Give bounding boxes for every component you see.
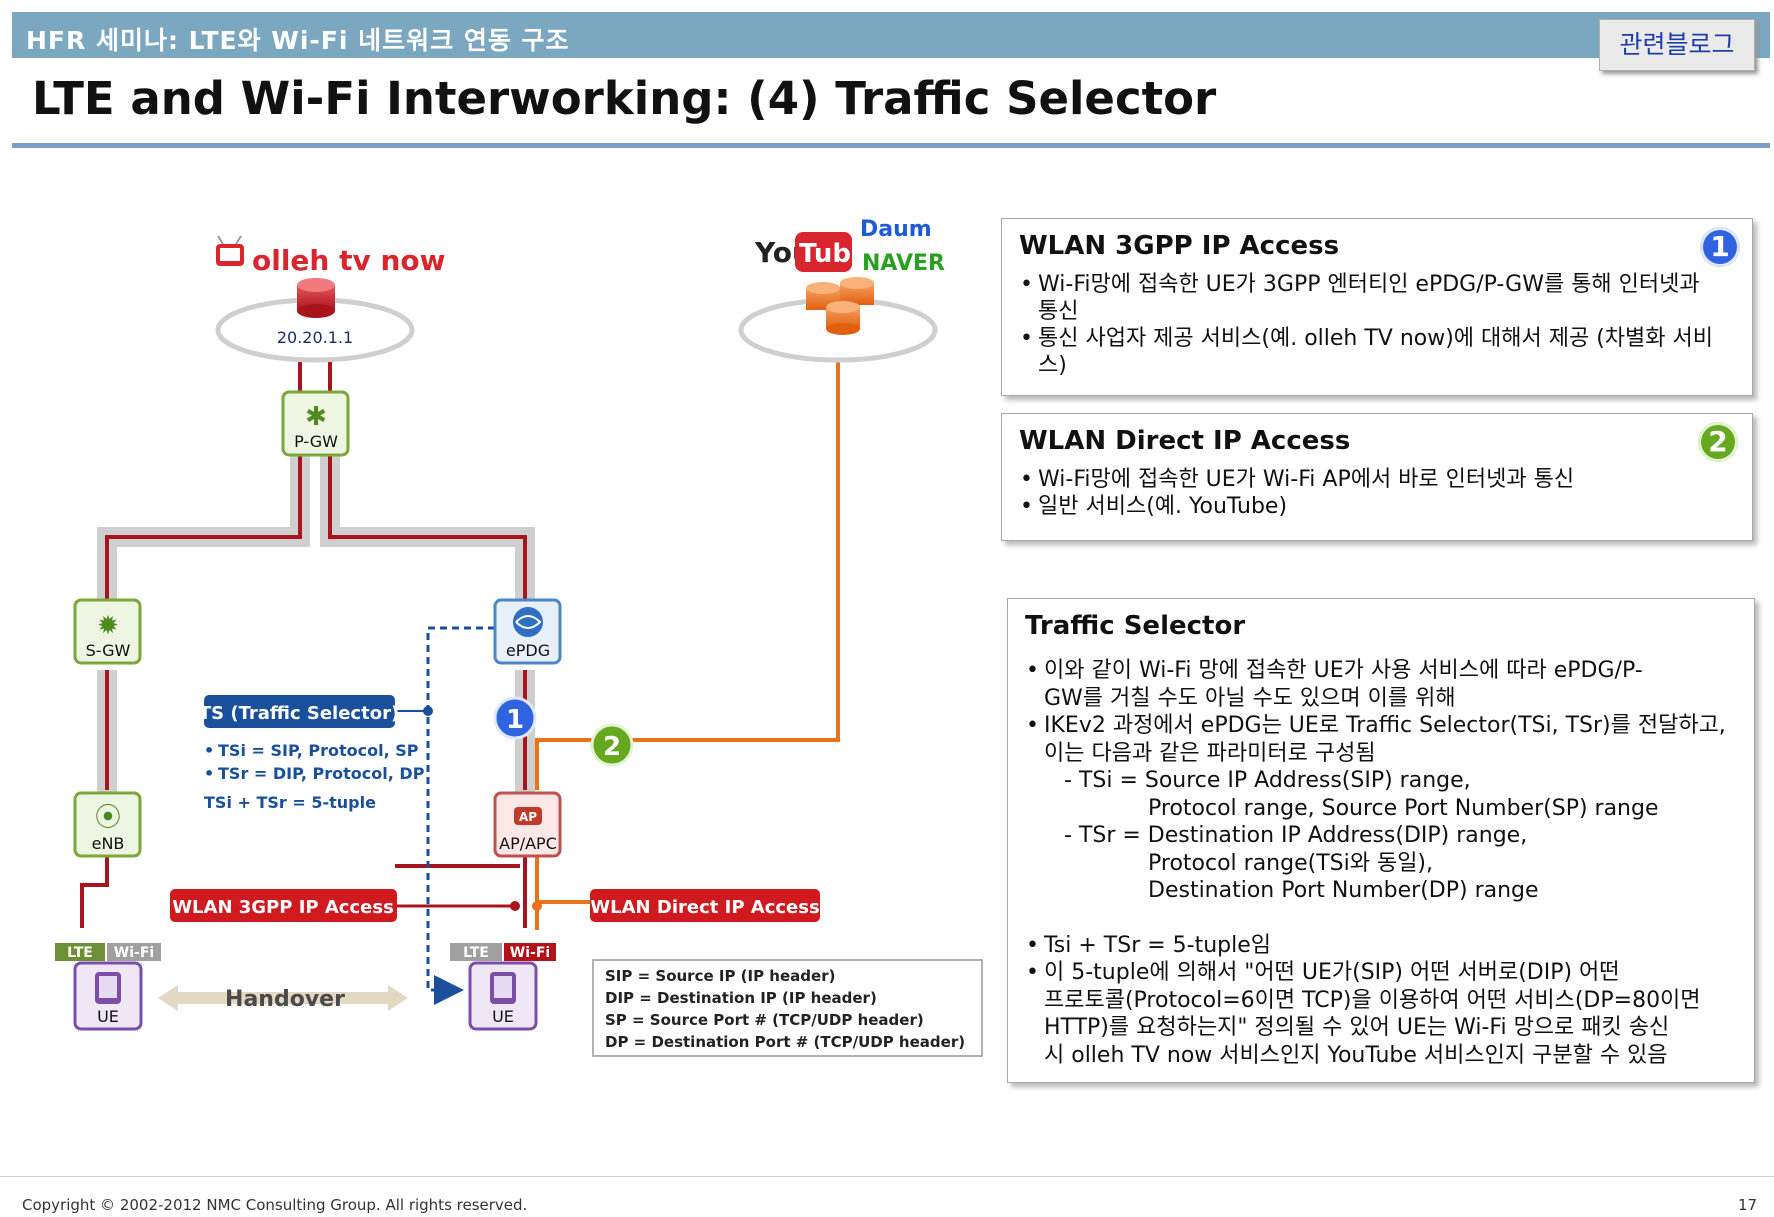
svg-text:Handover: Handover (225, 987, 345, 1012)
wlan-3gpp-ip-access-box: WLAN 3GPP IP Access 1 Wi-Fi망에 접속한 UE가 3G… (1001, 218, 1753, 396)
network-diagram: olleh tv now 20.20.1.1 You Tube Daum NAV… (55, 217, 983, 1057)
youtube-logo: You Tube (754, 232, 869, 272)
epdg-icon (513, 607, 543, 637)
wlan-direct-ip-access-box: WLAN Direct IP Access 2 Wi-Fi망에 접속한 UE가 … (1001, 413, 1753, 541)
daum-logo: Daum (860, 217, 932, 242)
svg-text:S-GW: S-GW (86, 641, 131, 660)
svg-text:UE: UE (492, 1007, 514, 1026)
box3-line: Protocol range, Source Port Number(SP) r… (1148, 795, 1659, 821)
svg-text:DIP = Destination IP (IP heade: DIP = Destination IP (IP header) (605, 989, 877, 1007)
sgw-icon: ✹ (97, 611, 119, 641)
svg-text:TSi + TSr = 5-tuple: TSi + TSr = 5-tuple (204, 793, 376, 812)
svg-text:AP: AP (519, 810, 537, 824)
box2-bullet: Wi-Fi망에 접속한 UE가 Wi-Fi AP에서 바로 인터넷과 통신 (1020, 466, 1720, 493)
ap-node: AP AP/APC (493, 791, 562, 858)
header-bar: HFR 세미나: LTE와 Wi-Fi 네트워크 연동 구조 (12, 12, 1770, 58)
box3-spacer (1026, 905, 1726, 932)
box3-line: HTTP)를 요청하는지" 정의될 수 있어 UE는 Wi-Fi 망으로 패킷 … (1044, 1015, 1670, 1040)
svg-text:eNB: eNB (92, 834, 125, 853)
ts-callout: TS (Traffic Selector) • TSi = SIP, Proto… (199, 695, 425, 812)
page-title: LTE and Wi-Fi Interworking: (4) Traffic … (32, 72, 1217, 125)
box3-line: Destination Port Number(DP) range (1148, 878, 1539, 903)
svg-text:TSr = DIP, Protocol, DP: TSr = DIP, Protocol, DP (218, 764, 425, 783)
svg-text:Tube: Tube (799, 239, 869, 269)
svg-text:AP/APC: AP/APC (499, 834, 557, 853)
title-divider (12, 143, 1770, 148)
box3-line: Tsi + TSr = 5-tuple임 (1026, 932, 1726, 960)
svg-text:TS (Traffic Selector): TS (Traffic Selector) (199, 703, 399, 724)
svg-text:WLAN Direct IP Access: WLAN Direct IP Access (590, 897, 819, 918)
svg-text:LTE: LTE (67, 945, 93, 961)
box2-title: WLAN Direct IP Access (1019, 426, 1351, 456)
ap-icon (514, 807, 542, 825)
footer-copyright: Copyright © 2002-2012 NMC Consulting Gro… (22, 1196, 528, 1214)
box2-bullets: Wi-Fi망에 접속한 UE가 Wi-Fi AP에서 바로 인터넷과 통신 일반… (1020, 466, 1720, 520)
abbreviation-legend: SIP = Source IP (IP header) DIP = Destin… (592, 959, 983, 1057)
svg-text:UE: UE (97, 1007, 119, 1026)
ts-dashed-link (426, 626, 495, 1005)
box3-line: 프로토콜(Protocol=6이면 TCP)을 이용하여 어떤 서비스(DP=8… (1044, 987, 1701, 1013)
svg-text:P-GW: P-GW (294, 432, 338, 451)
epdg-node: ePDG (493, 598, 562, 665)
box3-line: - TSr = Destination IP Address(DIP) rang… (1064, 823, 1528, 848)
enb-antenna-icon: ⦿ (95, 803, 121, 833)
box3-title: Traffic Selector (1025, 611, 1246, 641)
box3-line: 이 5-tuple에 의해서 "어떤 UE가(SIP) 어떤 서버로(DIP) … (1026, 959, 1726, 987)
related-blog-button[interactable]: 관련블로그 (1599, 19, 1755, 71)
olleh-server-icon (297, 278, 335, 318)
svg-text:LTE: LTE (463, 945, 489, 961)
box3-line: - TSi = Source IP Address(SIP) range, (1064, 768, 1471, 793)
svg-text:TSi = SIP, Protocol, SP: TSi = SIP, Protocol, SP (218, 741, 419, 760)
box2-bullet: 일반 서비스(예. YouTube) (1020, 493, 1720, 520)
svg-text:•: • (204, 764, 214, 783)
direct-path (535, 340, 840, 930)
box3-content: 이와 같이 Wi-Fi 망에 접속한 UE가 사용 서비스에 따라 ePDG/P… (1026, 657, 1726, 1069)
olleh-tv-now-logo: olleh tv now (216, 235, 446, 277)
traffic-selector-box: Traffic Selector 이와 같이 Wi-Fi 망에 접속한 UE가 … (1007, 598, 1755, 1083)
svg-text:ePDG: ePDG (506, 641, 550, 660)
seminar-title: HFR 세미나: LTE와 Wi-Fi 네트워크 연동 구조 (26, 26, 570, 55)
server-ip: 20.20.1.1 (277, 328, 353, 347)
wlan-direct-label: WLAN Direct IP Access (590, 889, 820, 922)
svg-text:SP = Source Port # (TCP/UDP he: SP = Source Port # (TCP/UDP header) (605, 1011, 924, 1029)
box1-bullets: Wi-Fi망에 접속한 UE가 3GPP 엔터티인 ePDG/P-GW를 통해 … (1020, 271, 1720, 379)
ue-left-node: LTE Wi-Fi UE (55, 943, 161, 1031)
internet-servers-icon (806, 277, 874, 335)
pgw-icon: ✱ (305, 402, 327, 432)
box3-line: Protocol range(TSi와 동일), (1148, 850, 1434, 876)
ue-right-node: LTE Wi-Fi UE (450, 943, 556, 1031)
svg-text:olleh tv now: olleh tv now (252, 244, 446, 277)
box1-badge: 1 (1700, 227, 1740, 267)
svg-text:Wi-Fi: Wi-Fi (114, 945, 154, 961)
box3-line: 이는 다음과 같은 파라미터로 구성됨 (1044, 740, 1376, 766)
svg-text:2: 2 (603, 732, 621, 762)
svg-text:1: 1 (506, 705, 524, 735)
wlan-3gpp-label: WLAN 3GPP IP Access (170, 889, 397, 922)
enb-node: ⦿ eNB (73, 791, 142, 858)
box1-bullet: 통신 사업자 제공 서비스(예. olleh TV now)에 대해서 제공 (… (1020, 325, 1720, 379)
box3-line: 시 olleh TV now 서비스인지 YouTube 서비스인지 구분할 수… (1044, 1042, 1668, 1068)
svg-text:SIP = Source IP (IP header): SIP = Source IP (IP header) (605, 967, 835, 985)
box3-line: IKEv2 과정에서 ePDG는 UE로 Traffic Selector(TS… (1026, 712, 1726, 740)
pgw-node: ✱ P-GW (281, 390, 350, 457)
box3-line: GW를 거칠 수도 아닐 수도 있으며 이를 위해 (1044, 685, 1456, 711)
box3-line: 이와 같이 Wi-Fi 망에 접속한 UE가 사용 서비스에 따라 ePDG/P… (1026, 657, 1726, 685)
svg-text:Wi-Fi: Wi-Fi (510, 945, 550, 961)
box1-title: WLAN 3GPP IP Access (1019, 231, 1340, 261)
sgw-node: ✹ S-GW (73, 598, 142, 665)
naver-logo: NAVER (862, 251, 945, 276)
footer-divider (0, 1176, 1774, 1177)
svg-text:•: • (204, 741, 214, 760)
diagram-badge-2: 2 (590, 723, 634, 767)
svg-text:WLAN 3GPP IP Access: WLAN 3GPP IP Access (172, 897, 394, 918)
handover-arrow: Handover (158, 985, 408, 1012)
box1-bullet: Wi-Fi망에 접속한 UE가 3GPP 엔터티인 ePDG/P-GW를 통해 … (1020, 271, 1720, 325)
box2-badge: 2 (1698, 422, 1738, 462)
lte-paths (80, 360, 527, 928)
svg-text:DP = Destination Port # (TCP/U: DP = Destination Port # (TCP/UDP header) (605, 1033, 965, 1051)
page-number: 17 (1738, 1196, 1758, 1214)
diagram-badge-1: 1 (493, 696, 537, 740)
